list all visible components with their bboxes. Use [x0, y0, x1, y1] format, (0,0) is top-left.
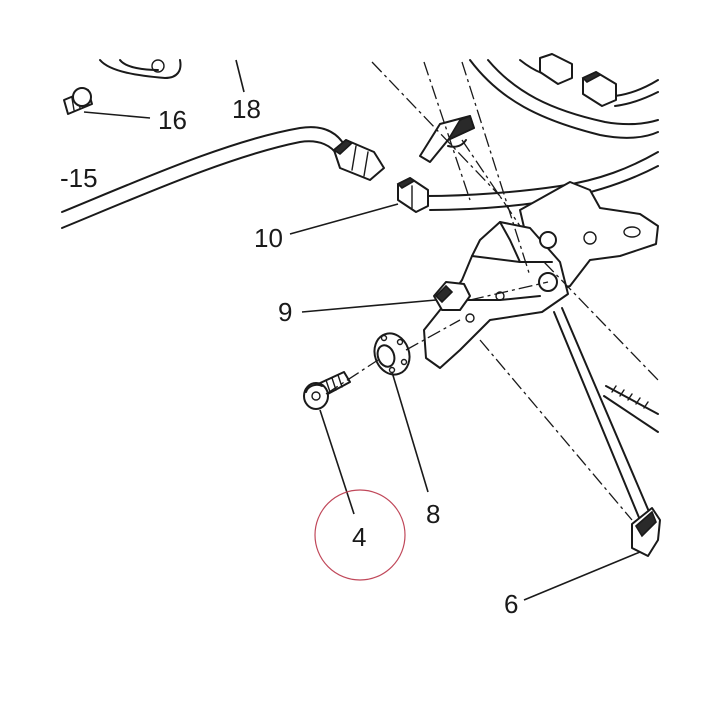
leader-lines [83, 59, 641, 601]
bracket-assembly [423, 181, 659, 369]
bolt-16 [63, 59, 182, 115]
callout-16: 16 [158, 105, 187, 135]
connector-lower [396, 177, 429, 213]
screw-4 [303, 371, 351, 410]
callout-6: 6 [504, 589, 518, 619]
highlight-circle [314, 489, 406, 581]
wiring-harness [61, 59, 659, 229]
callout-4: 4 [352, 522, 366, 552]
callout-18: 18 [232, 94, 261, 124]
grommet-9 [433, 281, 471, 311]
cable-tie-6 [553, 307, 661, 557]
assembly-axis-lines [325, 61, 659, 521]
cable-clip [419, 114, 475, 163]
callout-9: 9 [278, 297, 292, 327]
connector-upper [332, 139, 385, 181]
connector-top-right [539, 53, 617, 107]
callout-15: -15 [60, 163, 98, 193]
callout-8: 8 [426, 499, 440, 529]
washer-8 [373, 332, 411, 376]
callout-10: 10 [254, 223, 283, 253]
